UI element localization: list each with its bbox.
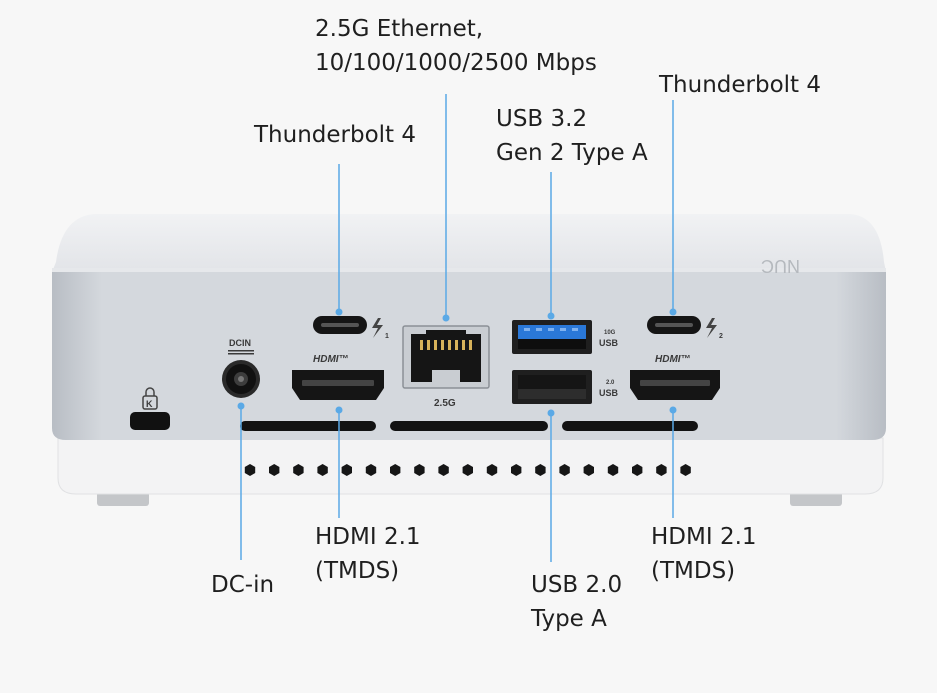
dcin-label: DCIN xyxy=(229,338,251,348)
lan-speed-label: 2.5G xyxy=(434,398,456,409)
vent-holes xyxy=(244,464,691,476)
callout-hdmi-left-line1: HDMI 2.1 xyxy=(315,524,421,550)
usb-top-label: USB xyxy=(599,338,619,348)
vent-slot-middle xyxy=(390,421,548,431)
callout-thunderbolt-left-line1: Thunderbolt 4 xyxy=(254,122,417,148)
lock-icon: K xyxy=(142,387,158,410)
callout-thunderbolt-left: Thunderbolt 4 xyxy=(254,118,416,152)
vent-hole xyxy=(486,464,498,476)
usb-2-0-port[interactable] xyxy=(512,370,592,404)
thunderbolt-icon-left: 1 xyxy=(372,318,389,340)
vent-hole xyxy=(511,464,522,476)
vent-hole xyxy=(341,464,352,476)
callout-dc-in-line1: DC-in xyxy=(211,572,275,598)
callout-usb-3-2-line2: Gen 2 Type A xyxy=(496,140,648,166)
callout-thunderbolt-right: Thunderbolt 4 xyxy=(659,68,821,102)
vent-hole xyxy=(269,464,280,476)
vent-slot-left xyxy=(240,421,376,431)
vent-hole xyxy=(607,464,619,476)
thunderbolt-icon-right: 2 xyxy=(706,318,723,340)
leader-lines xyxy=(240,94,674,562)
callout-usb-3-2-line1: USB 3.2 xyxy=(496,106,588,132)
hdmi-logo-left: HDMI™ xyxy=(313,354,349,365)
vent-hole xyxy=(414,464,425,476)
callout-usb-2-0-line2: Type A xyxy=(531,606,607,632)
callout-hdmi-right-line1: HDMI 2.1 xyxy=(651,524,757,550)
hdmi-port-left[interactable] xyxy=(292,370,384,400)
vent-hole xyxy=(365,464,377,476)
callout-hdmi-right: HDMI 2.1 (TMDS) xyxy=(651,520,757,588)
ethernet-port[interactable] xyxy=(402,325,490,389)
vent-hole xyxy=(559,464,570,476)
callout-usb-2-0-line1: USB 2.0 xyxy=(531,572,623,598)
leader-dots xyxy=(237,308,677,417)
usb-3-2-port[interactable] xyxy=(512,320,592,354)
callout-thunderbolt-right-line1: Thunderbolt 4 xyxy=(659,72,822,98)
svg-text:1: 1 xyxy=(385,333,389,340)
vent-hole xyxy=(680,464,691,476)
vent-hole xyxy=(390,464,401,476)
vent-hole xyxy=(656,464,667,476)
callout-ethernet-line1: 2.5G Ethernet, xyxy=(315,16,484,42)
svg-text:K: K xyxy=(146,399,153,409)
vent-hole xyxy=(244,464,256,476)
callout-ethernet: 2.5G Ethernet, 10/100/1000/2500 Mbps xyxy=(315,12,597,80)
callout-usb-2-0: USB 2.0 Type A xyxy=(531,568,622,636)
kensington-lock-slot[interactable] xyxy=(130,412,170,430)
vent-hole xyxy=(293,464,304,476)
callout-usb-3-2: USB 3.2 Gen 2 Type A xyxy=(496,102,648,170)
vent-slot-right xyxy=(562,421,698,431)
callout-dc-in: DC-in xyxy=(211,568,274,602)
chassis-top xyxy=(52,214,886,272)
usb-bottom-label: USB xyxy=(599,388,619,398)
dc-in-port[interactable] xyxy=(222,360,260,398)
foot-left xyxy=(97,492,149,506)
vent-hole xyxy=(438,464,449,476)
callout-ethernet-line2: 10/100/1000/2500 Mbps xyxy=(315,50,597,76)
svg-text:2: 2 xyxy=(719,333,723,340)
vent-hole xyxy=(583,464,594,476)
callout-hdmi-left-line2: (TMDS) xyxy=(315,558,400,584)
usb-top-speed: 10G xyxy=(604,330,616,336)
hdmi-port-right[interactable] xyxy=(630,370,720,400)
vent-hole xyxy=(535,464,546,476)
vent-hole xyxy=(462,464,473,476)
callout-hdmi-left: HDMI 2.1 (TMDS) xyxy=(315,520,421,588)
foot-right xyxy=(790,492,842,506)
callout-hdmi-right-line2: (TMDS) xyxy=(651,558,736,584)
hdmi-logo-right: HDMI™ xyxy=(655,354,691,365)
usb-bottom-speed: 2.0 xyxy=(606,380,615,386)
vent-hole xyxy=(632,464,643,476)
brand-mark: NUC xyxy=(761,256,800,276)
vent-hole xyxy=(317,464,328,476)
